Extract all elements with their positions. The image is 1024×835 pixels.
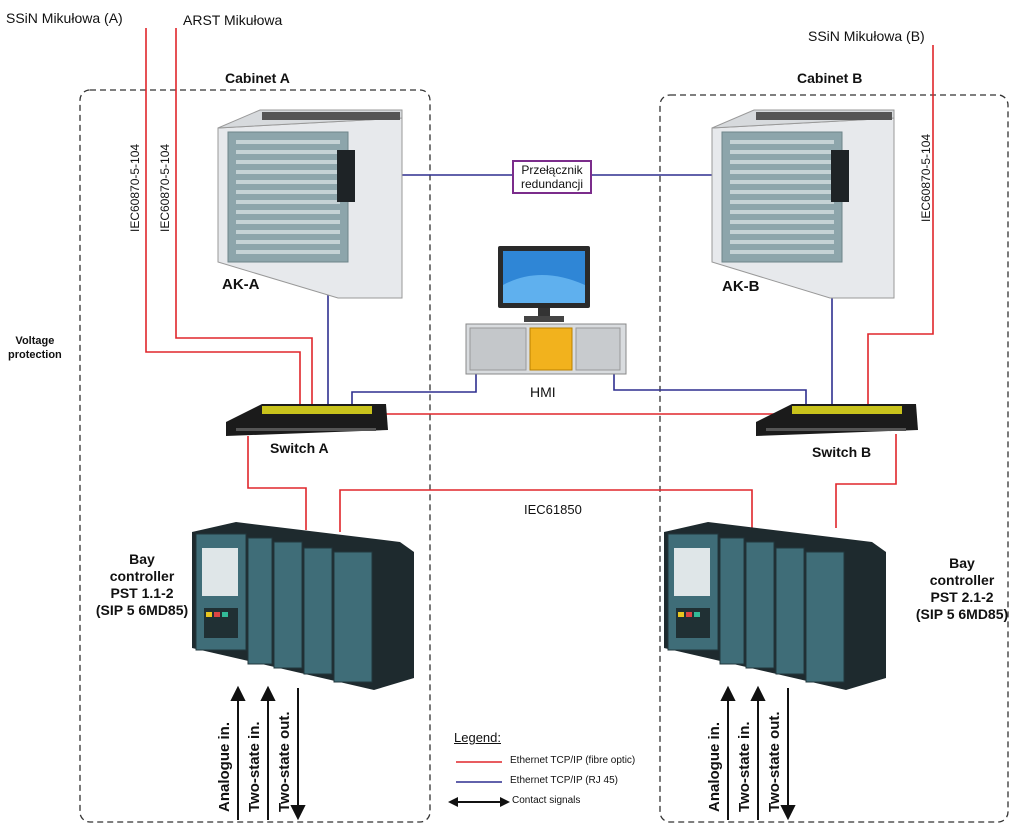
switch-b-label: Switch B — [812, 444, 872, 460]
bay-a-line2: controller — [109, 568, 175, 584]
redundancy-label-line1: Przełącznik — [521, 163, 583, 177]
rj45-links — [327, 174, 833, 404]
hmi-switch-b-link — [613, 372, 807, 404]
two-state-in-b: Two-state in. — [736, 721, 753, 812]
bay-b-line3: PST 2.1-2 — [930, 589, 994, 605]
switch-b-bay-b-link — [835, 434, 897, 528]
bay-a-line1: Bay — [129, 551, 155, 567]
cabinet-a-boundary — [79, 89, 431, 823]
bay-b-label: Bay controller PST 2.1-2 (SIP 5 6MD85) — [910, 555, 1014, 623]
bay-b-line2: controller — [929, 572, 995, 588]
two-state-in-a: Two-state in. — [246, 721, 263, 812]
ssin-b-label: SSiN Mikułowa (B) — [808, 28, 925, 44]
voltage-protection-label: Voltage protection — [8, 334, 62, 362]
iec104-label-a2: IEC60870-5-104 — [158, 143, 172, 232]
two-state-out-a: Two-state out. — [276, 711, 293, 812]
iec61850-label: IEC61850 — [524, 502, 582, 517]
bay-a-label: Bay controller PST 1.1-2 (SIP 5 6MD85) — [92, 551, 192, 619]
redundancy-switch: Przełącznik redundancji — [512, 160, 592, 194]
legend-contact-label: Contact signals — [512, 795, 581, 806]
legend-fibre-label: Ethernet TCP/IP (fibre optic) — [510, 755, 636, 766]
redundancy-label-line2: redundancji — [520, 177, 584, 191]
ak-b-label: AK-B — [722, 278, 760, 295]
two-state-out-b: Two-state out. — [766, 711, 783, 812]
bay-a-line4: (SIP 5 6MD85) — [95, 602, 189, 618]
ak-a-label: AK-A — [222, 276, 260, 293]
fibre-links — [145, 28, 934, 532]
switch-a-device — [226, 404, 388, 436]
cabinet-b-boundary — [659, 94, 1009, 823]
switch-a-label: Switch A — [270, 440, 329, 456]
analogue-in-b: Analogue in. — [706, 722, 723, 812]
ssin-a-label: SSiN Mikułowa (A) — [6, 10, 123, 26]
bay-controller-a-device — [192, 522, 414, 690]
cabinet-b-title: Cabinet B — [797, 70, 863, 86]
signal-arrows-a — [230, 685, 306, 821]
bay-controller-b-device — [664, 522, 886, 690]
ssin-a-link — [145, 28, 301, 406]
voltage-protection-line1: Voltage — [15, 335, 55, 347]
switch-a-bay-b-link — [339, 489, 753, 532]
switch-b-device — [756, 404, 918, 436]
iec104-label-b: IEC60870-5-104 — [919, 133, 933, 222]
cabinet-a-title: Cabinet A — [225, 70, 290, 86]
bay-b-line1: Bay — [949, 555, 975, 571]
voltage-protection-line2: protection — [8, 349, 62, 361]
switch-a-bay-a-link — [247, 436, 307, 530]
legend-title: Legend: — [454, 730, 501, 745]
arst-link — [175, 28, 313, 406]
legend-rj45-label: Ethernet TCP/IP (RJ 45) — [510, 775, 619, 786]
ak-b-device — [711, 109, 895, 299]
hmi-label: HMI — [530, 384, 556, 400]
bay-a-line3: PST 1.1-2 — [110, 585, 174, 601]
hmi-device — [465, 246, 627, 375]
analogue-in-a: Analogue in. — [216, 722, 233, 812]
ak-a-device — [217, 109, 403, 299]
iec104-label-a1: IEC60870-5-104 — [128, 143, 142, 232]
arst-label: ARST Mikułowa — [183, 12, 283, 28]
switch-a-hmi-link — [351, 372, 477, 404]
ssin-b-link — [867, 45, 934, 406]
legend-symbols — [448, 761, 510, 807]
bay-b-line4: (SIP 5 6MD85) — [915, 606, 1009, 622]
signal-arrows-b — [720, 685, 796, 821]
